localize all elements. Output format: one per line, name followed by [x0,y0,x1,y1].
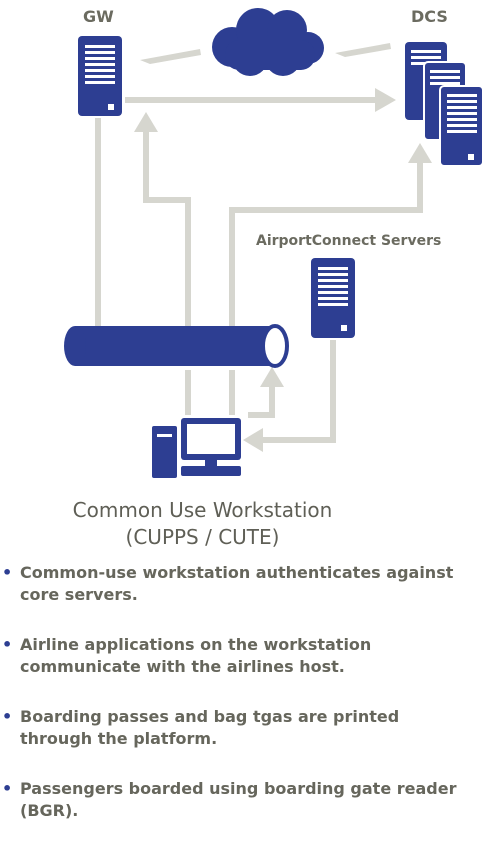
gateway-server-icon [78,36,122,116]
cloud-links [140,43,391,64]
caption-line-1: Common Use Workstation [72,498,333,522]
gw-to-dcs-arrowhead [375,88,396,112]
bullet-item: • Common-use workstation authenticates ag… [0,562,470,606]
feature-bullet-list: • Common-use workstation authenticates ag… [0,562,470,850]
bus-to-gw-arrowhead [134,112,158,132]
connector-lines [95,88,432,452]
caption-line-2: (CUPPS / CUTE) [125,525,280,549]
airport-server-to-workstation-line [262,340,336,443]
cloud-link-right [335,43,391,57]
bus-to-dcs-line [229,160,423,330]
cloud-link-left [140,49,201,64]
workstation-icon [152,418,241,478]
workstation-to-bus-arrowhead [260,367,284,387]
bus-to-dcs-arrowhead [408,143,432,163]
bullet-item: • Airline applications on the workstation… [0,634,470,678]
workstation-caption: Common Use Workstation (CUPPS / CUTE) [0,497,405,551]
bullet-dot-icon: • [2,779,13,798]
bullet-dot-icon: • [2,635,13,654]
airport-connect-server-icon [311,258,355,338]
workstation-to-bus-right-line [248,385,275,418]
dcs-label: DCS [411,7,448,26]
bullet-text: Common-use workstation authenticates aga… [20,563,454,604]
bullet-item: • Boarding passes and bag tgas are printe… [0,706,470,750]
bullet-dot-icon: • [2,563,13,582]
bullet-text: Passengers boarded using boarding gate r… [20,779,457,820]
network-bus-pipe-icon [64,324,289,368]
airport-server-to-workstation-arrowhead [243,428,263,452]
gw-label: GW [83,7,114,26]
network-diagram [64,8,483,478]
airport-connect-label: AirportConnect Servers [256,233,442,249]
bullet-text: Airline applications on the workstation … [20,635,372,676]
dcs-server-front [439,85,483,167]
bullet-text: Boarding passes and bag tgas are printed… [20,707,400,748]
cloud-icon [212,8,324,76]
bullet-item: • Passengers boarded using boarding gate … [0,778,470,822]
bus-to-gw-line [143,130,191,330]
bullet-dot-icon: • [2,707,13,726]
dcs-server-stack-icon [405,42,483,167]
